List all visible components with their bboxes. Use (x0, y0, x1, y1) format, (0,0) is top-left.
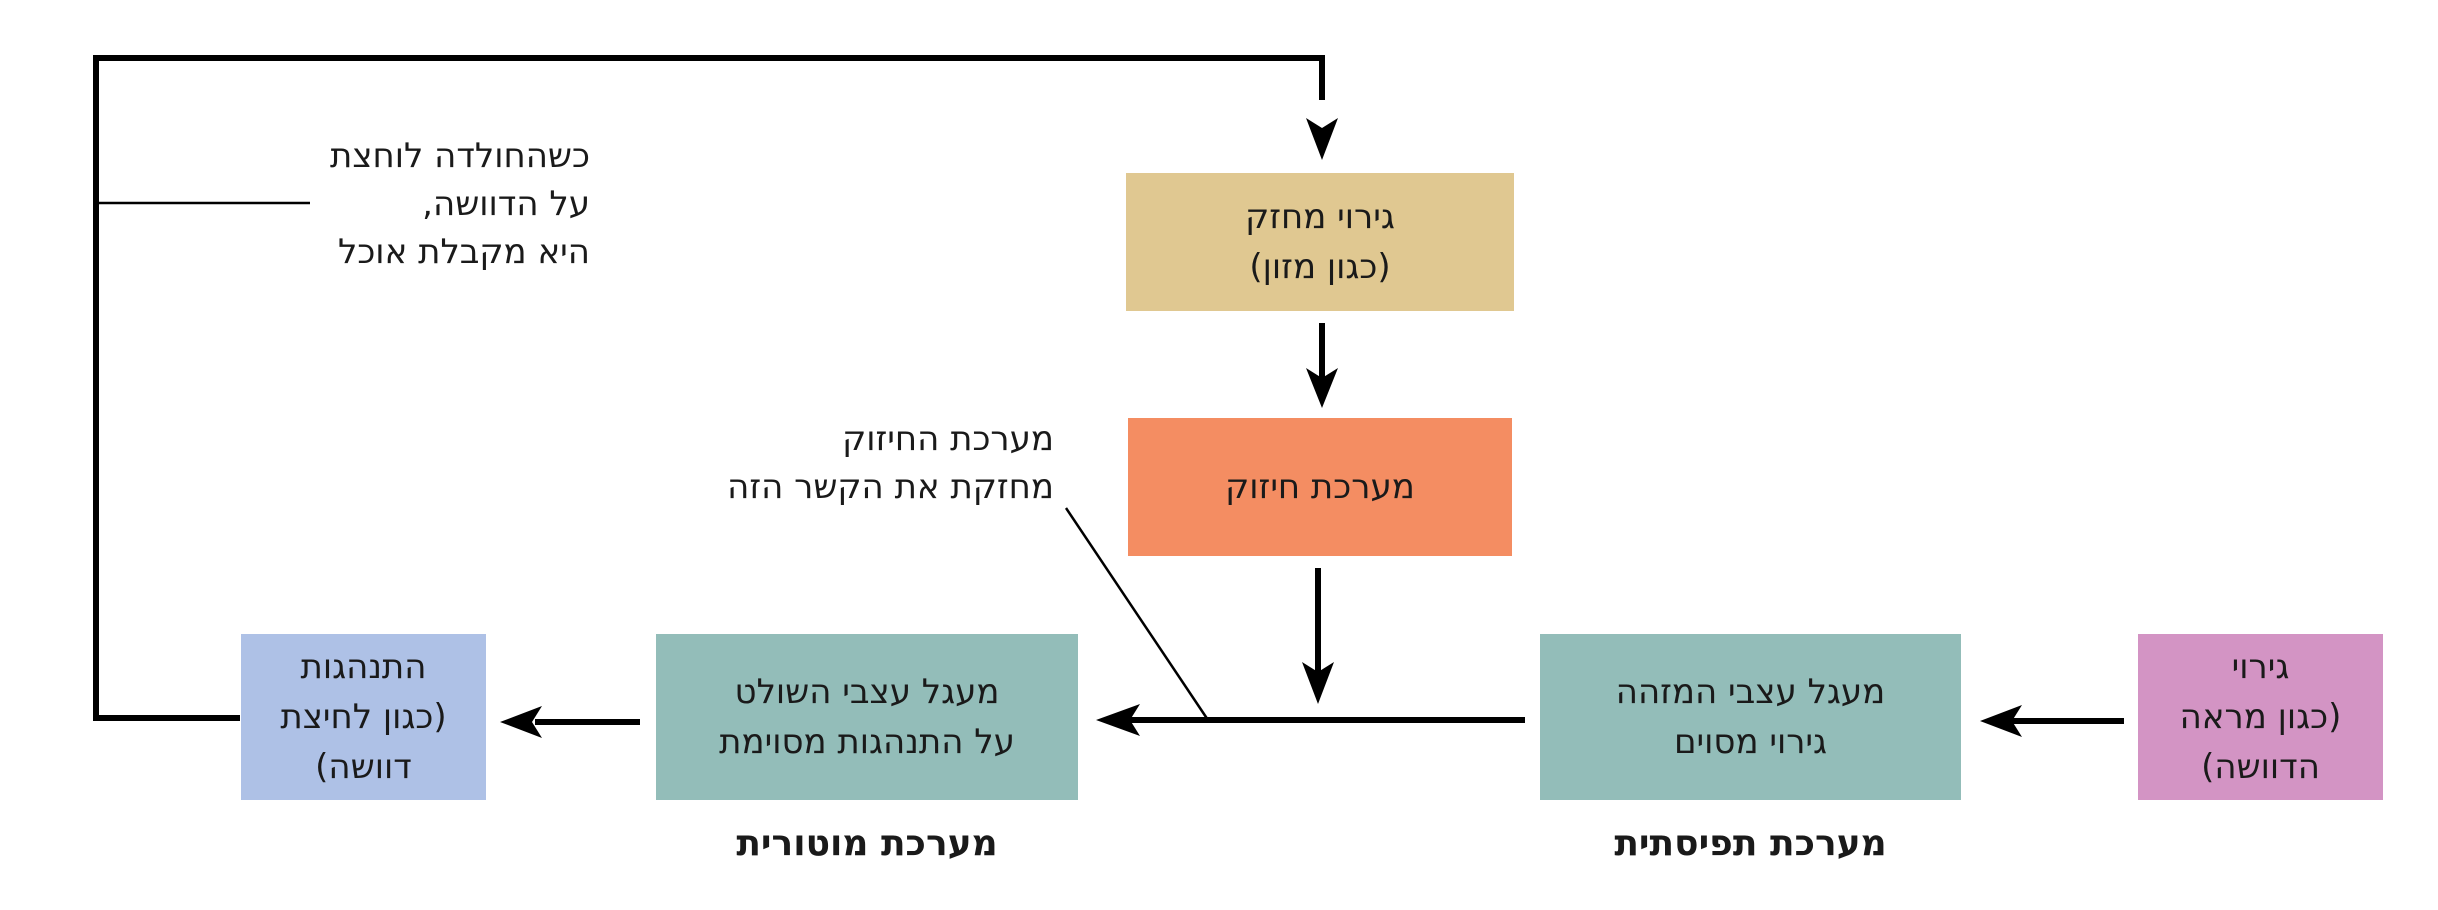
press-reward-line-1: כשהחולדה לוחצת (330, 136, 590, 176)
control-circuit-text: מעגל עצבי השולט על התנהגות מסוימת (719, 667, 1015, 767)
press-reward-line-3: היא מקבלת אוכל (338, 232, 590, 272)
behavior-line-2: (כגון לחיצת (280, 697, 447, 737)
perceptual-system-label: מערכת תפיסתית (1614, 823, 1887, 864)
arrow-into-control-circuit (1096, 704, 1140, 736)
motor-system-label: מערכת מוטורית (736, 823, 998, 864)
arrow-into-reinforcer (1306, 118, 1338, 160)
stimulus-text: גירוי (כגון מראה הדוושה) (2180, 642, 2342, 792)
behavior-line-3: דוושה) (315, 747, 412, 787)
detection-circuit-text: מעגל עצבי המזהה גירוי מסוים (1616, 667, 1886, 767)
arrow-into-mainline (1302, 662, 1334, 704)
reinforcement-system-line-1: מערכת חיזוק (1225, 467, 1415, 507)
strengthens-line-1: מערכת החיזוק (842, 419, 1054, 459)
stimulus-line-3: הדוושה) (2201, 747, 2320, 787)
stimulus-line-2: (כגון מראה (2179, 697, 2342, 737)
arrow-into-detection-circuit (1980, 705, 2022, 737)
reinforcement-system-box: מערכת חיזוק (1128, 418, 1512, 556)
reinforcement-system-text: מערכת חיזוק (1225, 462, 1415, 512)
control-circuit-line-1: מעגל עצבי השולט (734, 672, 1000, 712)
arrow-into-reinforcement-system (1306, 368, 1338, 408)
reinforcer-stimulus-text: גירוי מחזק (כגון מזון) (1245, 192, 1395, 292)
press-reward-line-2: על הדוושה, (422, 184, 590, 224)
stimulus-line-1: גירוי (2231, 647, 2290, 687)
reinforcer-stimulus-line-1: גירוי מחזק (1245, 197, 1395, 237)
strengthens-leader (1064, 507, 1210, 721)
behavior-text: התנהגות (כגון לחיצת דוושה) (280, 642, 446, 792)
reinforcer-stimulus-box: גירוי מחזק (כגון מזון) (1126, 173, 1514, 311)
stimulus-box: גירוי (כגון מראה הדוושה) (2138, 634, 2383, 800)
feedback-loop-line (93, 55, 1325, 721)
reinforcer-stimulus-line-2: (כגון מזון) (1249, 247, 1391, 287)
press-reward-annotation: כשהחולדה לוחצת על הדוושה, היא מקבלת אוכל (240, 132, 590, 276)
detection-circuit-box: מעגל עצבי המזהה גירוי מסוים (1540, 634, 1961, 800)
control-circuit-line-2: על התנהגות מסוימת (719, 722, 1015, 762)
detection-circuit-line-1: מעגל עצבי המזהה (1615, 672, 1886, 712)
control-circuit-box: מעגל עצבי השולט על התנהגות מסוימת (656, 634, 1078, 800)
strengthens-line-2: מחזקת את הקשר הזה (727, 467, 1054, 507)
behavior-line-1: התנהגות (300, 647, 427, 687)
behavior-box: התנהגות (כגון לחיצת דוושה) (241, 634, 486, 800)
arrow-into-behavior (500, 706, 542, 738)
strengthens-annotation: מערכת החיזוק מחזקת את הקשר הזה (640, 415, 1054, 511)
detection-circuit-line-2: גירוי מסוים (1673, 722, 1828, 762)
